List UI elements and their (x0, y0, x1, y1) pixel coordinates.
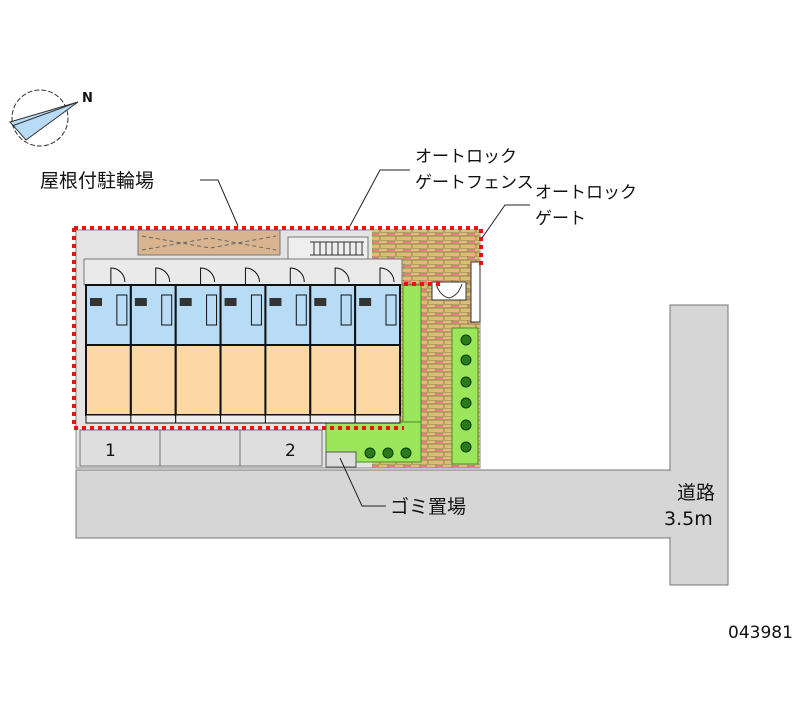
corridor (83, 258, 403, 286)
label-garbage: ゴミ置場 (390, 496, 467, 518)
road-vertical (669, 304, 729, 586)
label-autolock-gate-2: ゲート (535, 209, 586, 229)
apartment-units (85, 267, 401, 424)
apartment-unit (354, 267, 401, 424)
apartment-unit (174, 267, 222, 424)
parking-slot-1: 1 (105, 441, 116, 461)
road-horizontal (75, 469, 673, 539)
label-road-width: 3.5m (664, 508, 713, 530)
label-autolock-fence-1: オートロック (415, 147, 517, 167)
property-code: 043981 (728, 623, 793, 643)
label-bicycle-parking: 屋根付駐輪場 (40, 170, 155, 192)
apartment-unit (129, 267, 177, 424)
label-road: 道路 (677, 482, 716, 504)
parking-slot-2: 2 (285, 441, 296, 461)
apartment-unit (85, 267, 132, 424)
apartment-unit (219, 267, 267, 424)
shrubs (364, 334, 472, 459)
lawn-right (451, 327, 479, 465)
apartment-unit (309, 267, 357, 424)
autolock-gate (431, 281, 467, 301)
apartment-unit (264, 267, 312, 424)
compass-icon (9, 89, 79, 147)
compass-north-label: N (82, 91, 93, 106)
bicycle-parking-roof (137, 229, 281, 256)
label-autolock-fence-2: ゲートフェンス (415, 173, 534, 193)
leader-lines (200, 169, 530, 507)
parking-area (79, 429, 323, 467)
site-boundary (72, 226, 483, 430)
label-autolock-gate-1: オートロック (535, 183, 637, 203)
